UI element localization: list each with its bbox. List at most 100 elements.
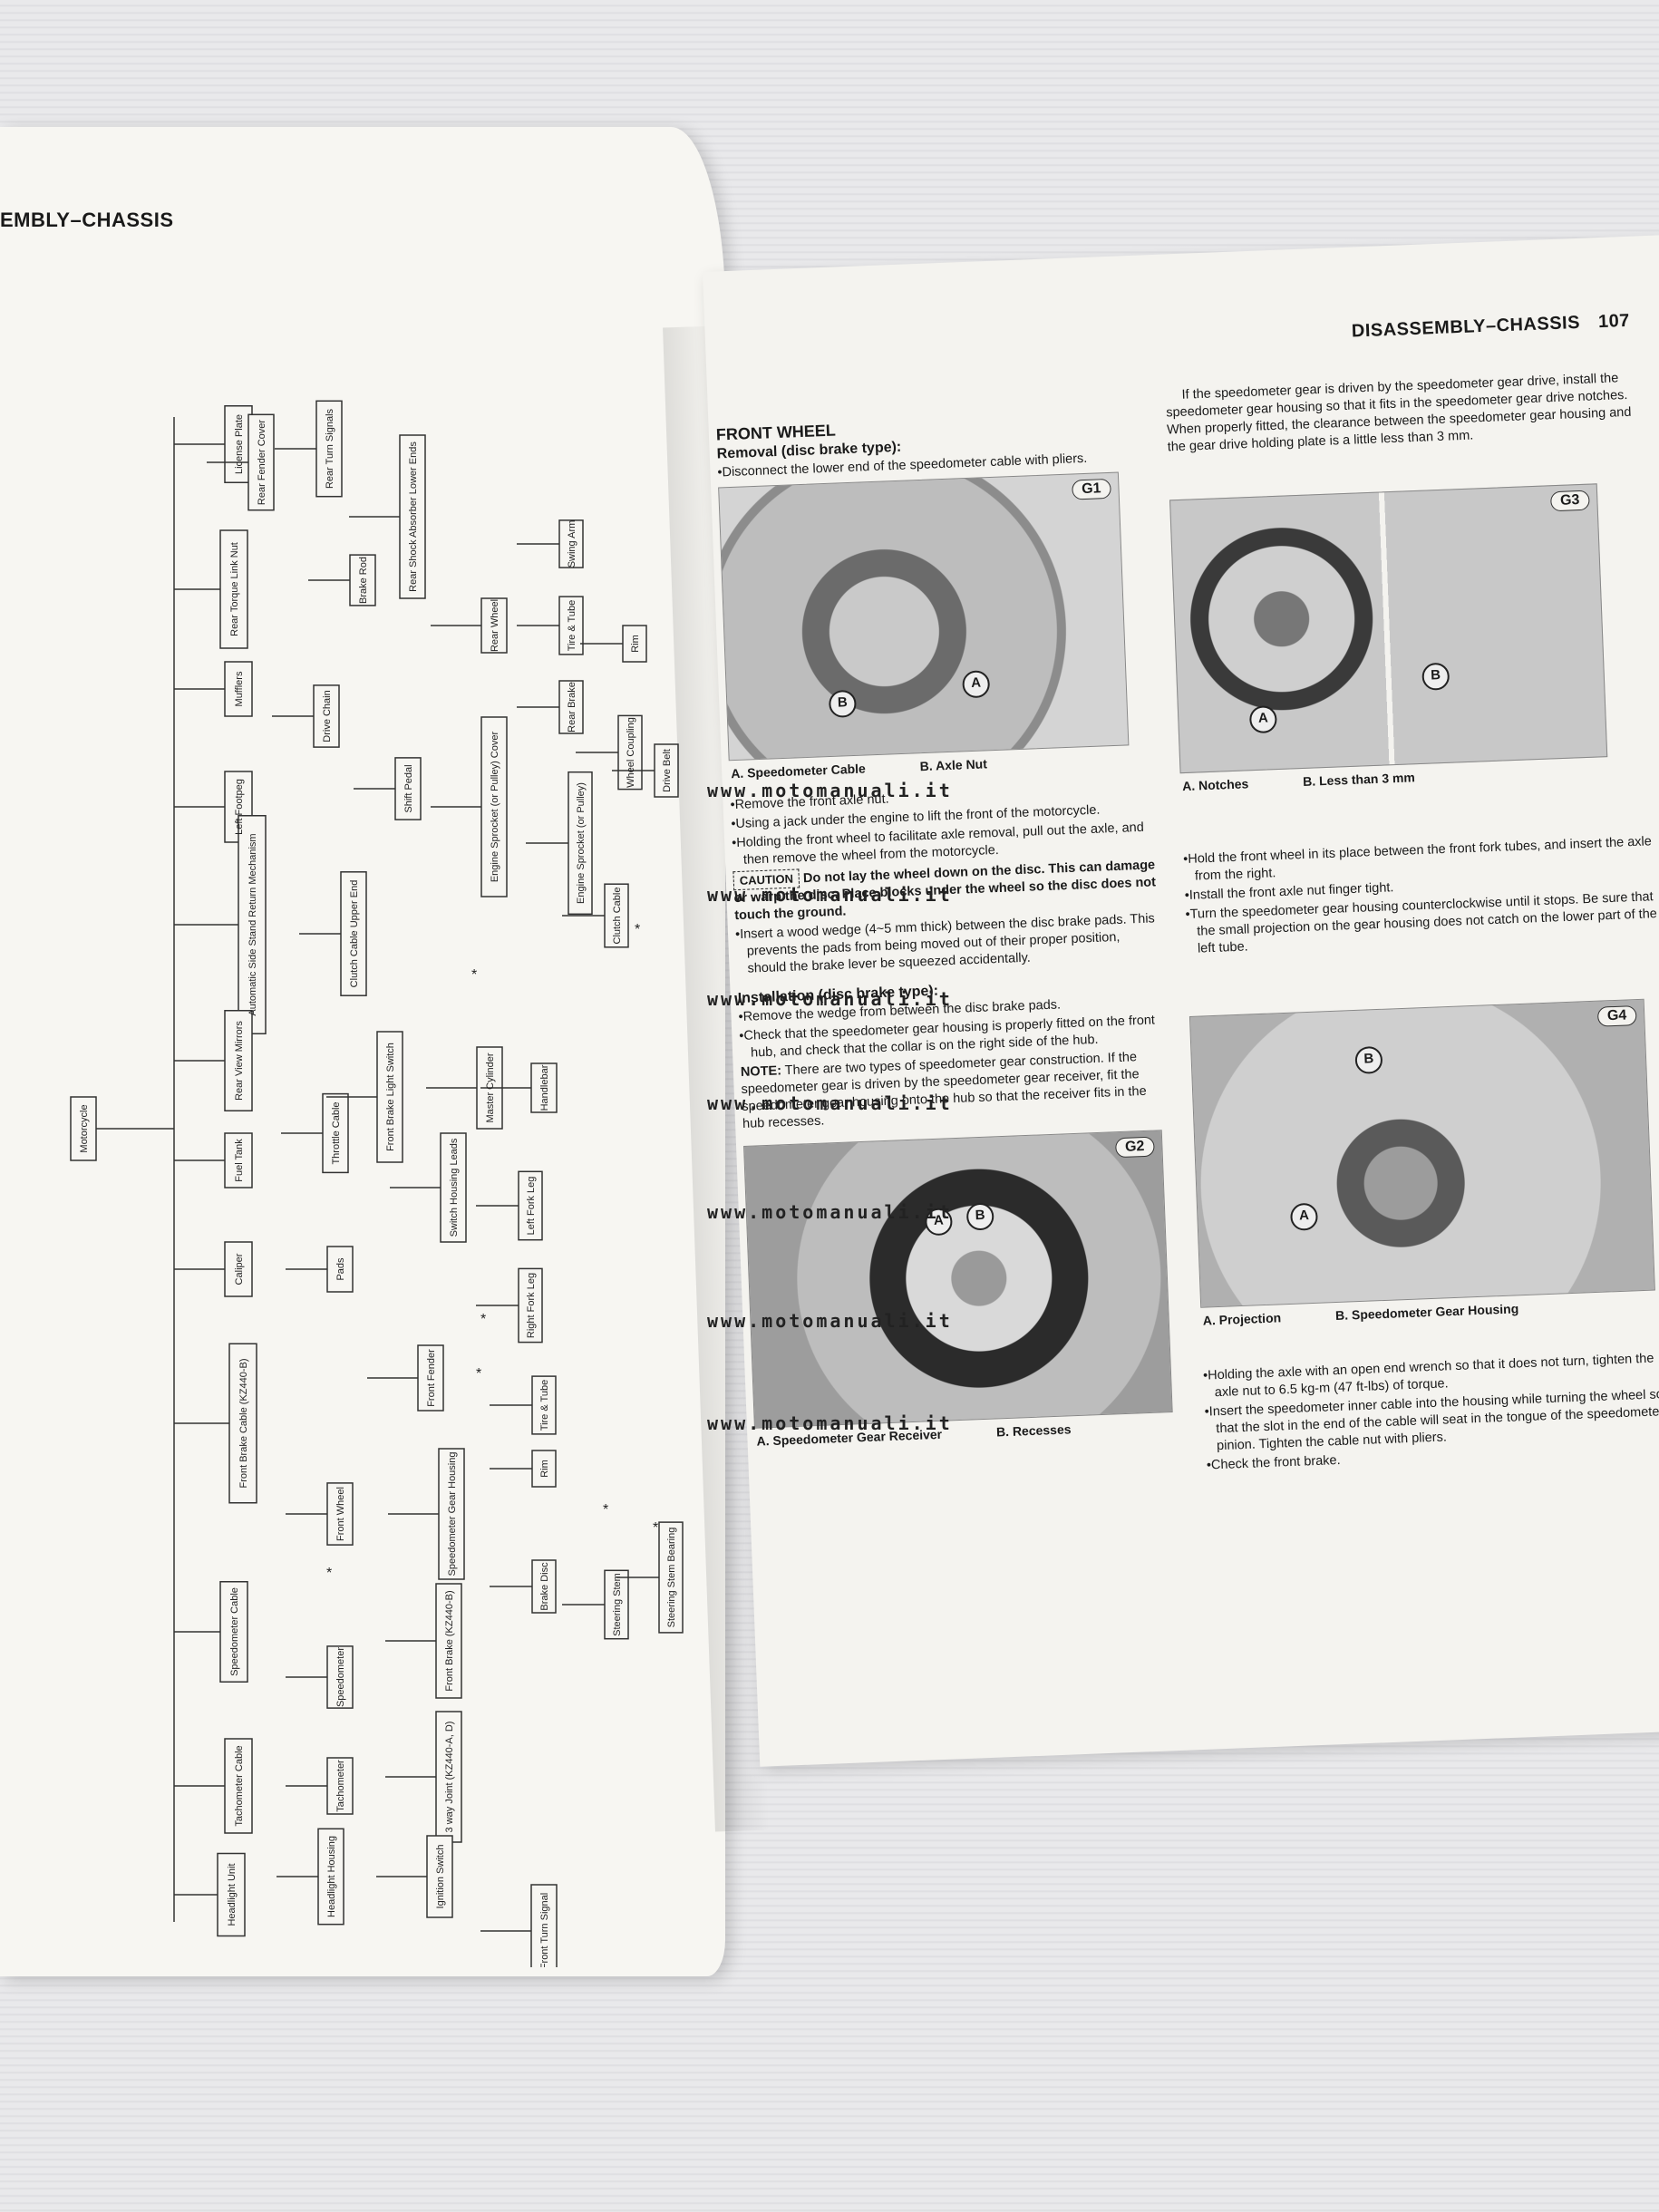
caliper-label: Caliper (234, 1253, 245, 1285)
rear-rim-box (622, 625, 647, 663)
marker-b-g3: B (1421, 662, 1450, 691)
note-text: There are two types of speedometer gear … (741, 1050, 1147, 1131)
mufflers-label: Mufflers (234, 671, 245, 706)
wheel-coupling-label: Wheel Coupling (626, 717, 636, 788)
tachometer-box (326, 1757, 354, 1815)
figure-tag-g3: G3 (1549, 490, 1590, 512)
gear-drive-paragraph: If the speedometer gear is driven by the… (1166, 371, 1632, 455)
rear-torque-link-nut-box (219, 529, 248, 649)
ignition-switch-label: Ignition Switch (435, 1845, 446, 1909)
figure-g1: G1 B A (718, 471, 1130, 762)
shift-pedal-label: Shift Pedal (403, 764, 414, 812)
speedometer-box (326, 1645, 354, 1709)
caption-g3-a: A. Notches (1181, 776, 1249, 794)
rear-shock-lower-ends-box (399, 434, 426, 599)
switch-housing-leads-box (440, 1132, 467, 1243)
rear-brake-box (558, 680, 584, 734)
figure-tag-g1: G1 (1071, 478, 1111, 500)
rear-turn-signals-box (315, 400, 343, 498)
left-page-header: EMBLY–CHASSIS (0, 209, 174, 231)
motorcycle-box (70, 1096, 97, 1161)
side-stand-mechanism-label: Automatic Side Stand Return Mechanism (247, 833, 258, 1015)
front-brake-kz440b-label: Front Brake (KZ440-B) (444, 1590, 455, 1691)
watermark-1: www.motomanuali.it (707, 780, 953, 801)
front-wheel-label: Front Wheel (335, 1487, 346, 1541)
headlight-housing-box (317, 1828, 344, 1926)
clutch-cable-label: Clutch Cable (612, 888, 623, 945)
drive-belt-label: Drive Belt (662, 749, 673, 792)
rear-turn-signals-label: Rear Turn Signals (325, 408, 335, 489)
tachometer-label: Tachometer (335, 1760, 346, 1812)
three-way-joint-label: 3 way Joint (KZ440-A, D) (444, 1722, 455, 1833)
engine-sprocket-cover-label: Engine Sprocket (or Pulley) Cover (490, 732, 500, 883)
wheel-coupling-box (617, 714, 643, 791)
speedometer-cable-box (219, 1581, 248, 1683)
caption-g4-a: A. Projection (1202, 1310, 1282, 1328)
handlebar-label: Handlebar (539, 1064, 550, 1111)
rear-view-mirrors-label: Rear View Mirrors (234, 1021, 245, 1101)
speedometer-label: Speedometer (335, 1647, 346, 1707)
handlebar-box (530, 1062, 558, 1113)
right-page-header: DISASSEMBLY–CHASSIS 107 (1352, 311, 1631, 343)
rear-fender-cover-label: Rear Fender Cover (257, 420, 267, 505)
front-fender-label: Front Fender (426, 1349, 437, 1407)
front-rim-label: Rim (539, 1460, 550, 1478)
fuel-tank-box (224, 1132, 253, 1188)
front-wheel-box (326, 1482, 354, 1546)
rear-fender-cover-box (247, 413, 275, 511)
pads-label: Pads (335, 1257, 346, 1281)
diagram-asterisk: * (471, 967, 477, 983)
mufflers-box (224, 661, 253, 717)
page-number: 107 (1597, 310, 1631, 333)
steering-stem-bearing-box (658, 1521, 684, 1634)
diagram-asterisk: * (476, 1366, 481, 1382)
rear-rim-label: Rim (630, 635, 641, 653)
rear-wheel-label: Rear Wheel (490, 599, 500, 652)
fuel-tank-label: Fuel Tank (234, 1139, 245, 1182)
steering-stem-label: Steering Stem (612, 1573, 623, 1636)
note-paragraph: NOTE: There are two types of speedometer… (741, 1048, 1169, 1133)
watermark-5: www.motomanuali.it (707, 1201, 953, 1223)
left-footpeg-label: Left Footpeg (234, 779, 245, 835)
diagram-asterisk: * (480, 1312, 486, 1327)
throttle-cable-label: Throttle Cable (331, 1101, 342, 1164)
drive-belt-box (654, 743, 679, 798)
watermark-7: www.motomanuali.it (707, 1412, 953, 1434)
diagram-asterisk: * (603, 1502, 608, 1518)
marker-a-g3: A (1248, 705, 1277, 734)
watermark-3: www.motomanuali.it (707, 988, 953, 1010)
caption-g4-b: B. Speedometer Gear Housing (1334, 1301, 1519, 1324)
watermark-6: www.motomanuali.it (707, 1310, 953, 1332)
front-tire-tube-box (531, 1375, 557, 1435)
engine-sprocket-box (568, 771, 593, 916)
pads-box (326, 1246, 354, 1293)
rear-tire-tube-box (558, 596, 584, 655)
watermark-4: www.motomanuali.it (707, 1092, 953, 1114)
front-brake-kz440b-box (435, 1583, 462, 1699)
headlight-housing-label: Headlight Housing (326, 1836, 337, 1917)
drive-chain-label: Drive Chain (322, 690, 333, 742)
diagram-asterisk: * (635, 922, 640, 937)
front-tire-tube-label: Tire & Tube (539, 1380, 550, 1431)
marker-b-g1: B (828, 689, 857, 718)
left-fork-leg-label: Left Fork Leg (526, 1177, 537, 1236)
front-fender-box (417, 1344, 444, 1412)
front-turn-signal-label: Front Turn Signal (539, 1893, 550, 1967)
license-plate-label: License Plate (234, 414, 245, 474)
ignition-switch-box (426, 1835, 453, 1918)
figure-g4: G4 B A (1188, 998, 1655, 1308)
steering-stem-bearing-label: Steering Stem Bearing (666, 1528, 677, 1628)
speedometer-gear-housing-label: Speedometer Gear Housing (447, 1452, 458, 1577)
front-brake-cable-label: Front Brake Cable (KZ440-B) (238, 1358, 249, 1488)
marker-b-g4: B (1354, 1045, 1383, 1074)
brake-disc-box (531, 1559, 557, 1614)
engine-sprocket-label: Engine Sprocket (or Pulley) (576, 782, 587, 904)
tachometer-cable-box (224, 1738, 253, 1834)
column-right: If the speedometer gear is driven by the… (1165, 368, 1659, 1477)
header-title: DISASSEMBLY–CHASSIS (1351, 312, 1581, 342)
rear-shock-lower-ends-label: Rear Shock Absorber Lower Ends (408, 441, 419, 592)
rear-tire-tube-label: Tire & Tube (567, 600, 577, 651)
column-left: FRONT WHEEL Removal (disc brake type): •… (716, 410, 1182, 1465)
right-fork-leg-box (518, 1267, 543, 1344)
